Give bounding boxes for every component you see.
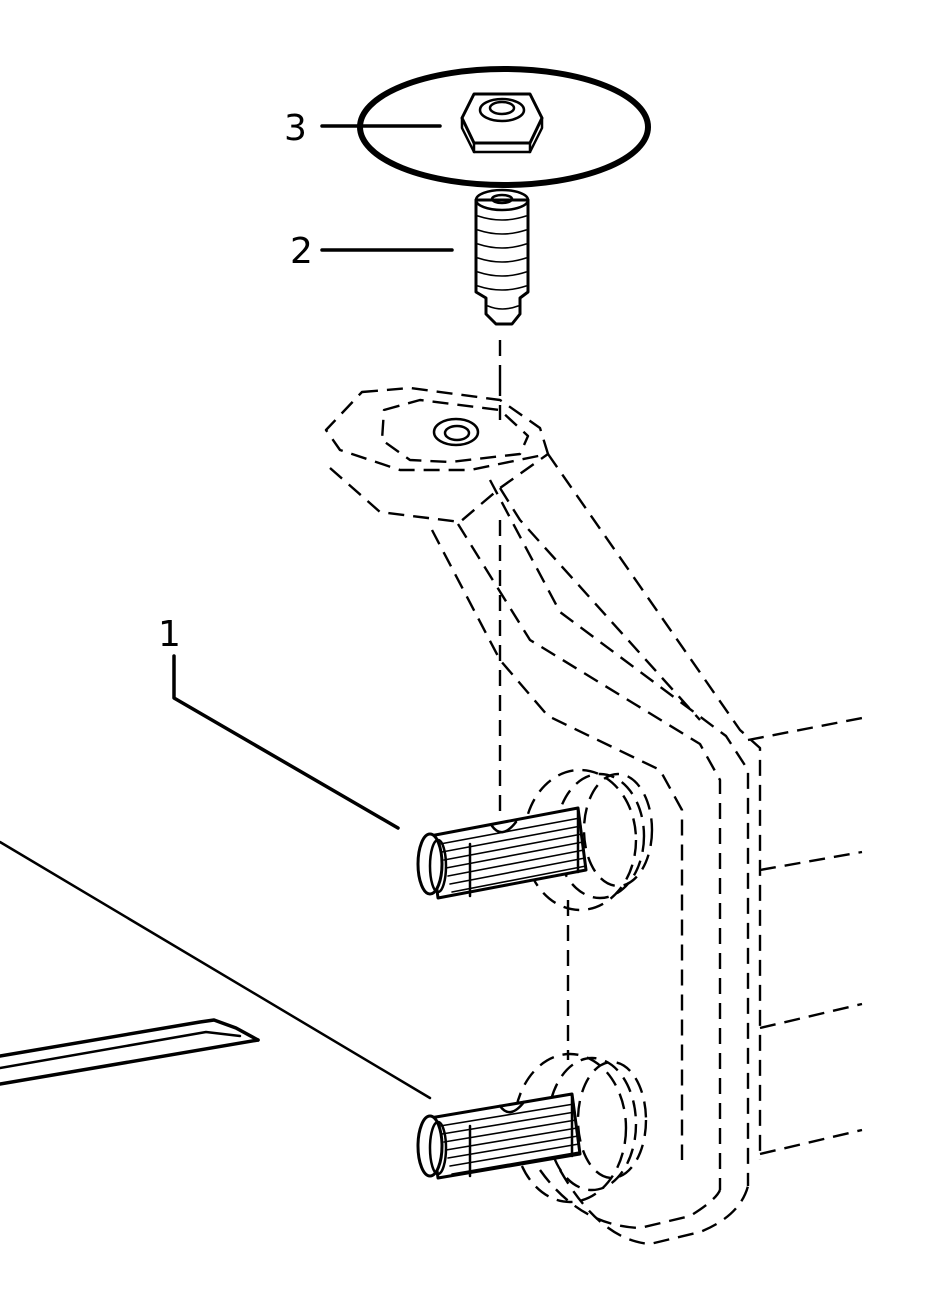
callout-2-label: 2 [290,231,313,272]
splined-shaft-icon [416,1092,582,1180]
callout-1-label: 1 [158,614,181,655]
bracket-icon [324,380,863,1246]
callout-1-leader-lower [0,840,432,1100]
callout-1-leader-upper [172,654,400,830]
frame-rail [0,1018,260,1086]
callout-3-label: 3 [284,108,307,149]
splined-shaft-icon [416,806,588,900]
callout-2-group: 2 [290,188,530,380]
highlight-ellipse [357,66,651,188]
callout-1-group: 1 [0,614,588,1180]
callout-3-group: 3 [284,66,651,188]
threaded-stud-icon [474,188,530,326]
hex-nut-icon [460,92,544,154]
